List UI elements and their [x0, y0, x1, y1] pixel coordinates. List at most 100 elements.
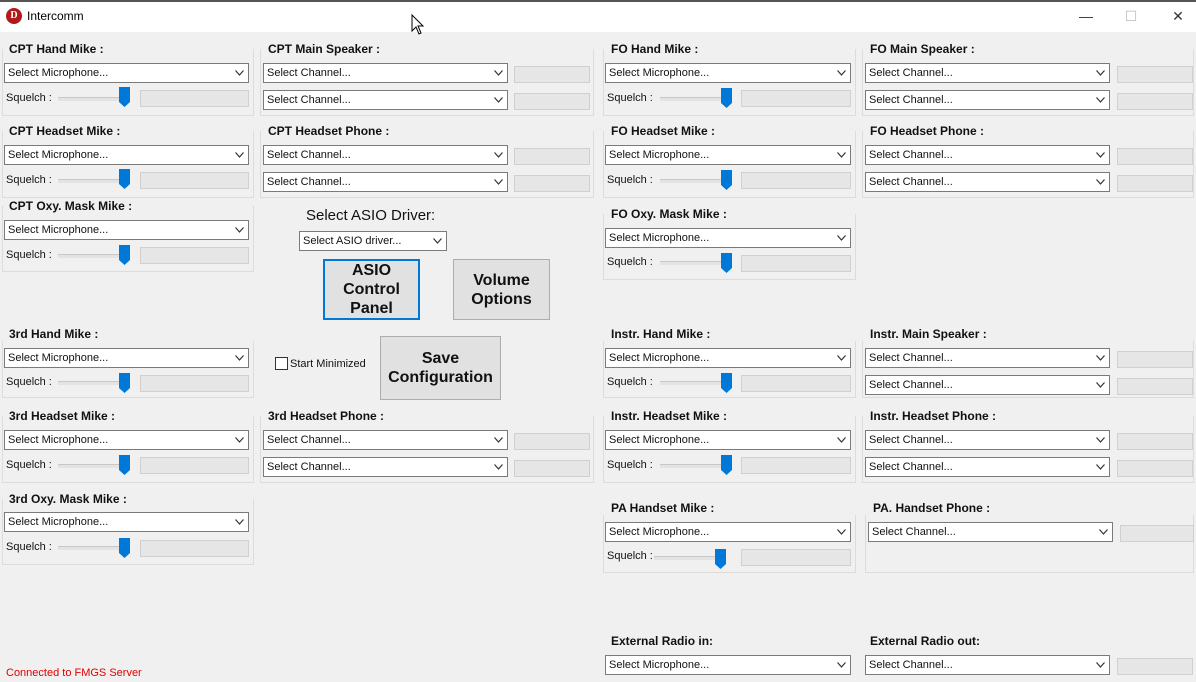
pa-handset-mike-group	[603, 515, 856, 573]
squelch-slider[interactable]	[119, 455, 130, 475]
chevron-down-icon	[235, 519, 244, 525]
squelch-slider[interactable]	[721, 373, 732, 393]
chevron-down-icon	[235, 437, 244, 443]
squelch-track	[58, 381, 130, 385]
volume-options-button[interactable]: Volume Options	[453, 259, 550, 320]
fo-hand-mike-select[interactable]: Select Microphone...	[605, 63, 851, 83]
select-value: Select Channel...	[267, 461, 351, 473]
close-button[interactable]: ✕	[1172, 8, 1184, 24]
instr-main-speaker-channel-1-select[interactable]: Select Channel...	[865, 348, 1110, 368]
squelch-slider[interactable]	[119, 538, 130, 558]
third-hand-mike-group	[2, 341, 254, 398]
fo-main-speaker-group	[862, 49, 1194, 116]
third-hand-mike-select[interactable]: Select Microphone...	[4, 348, 249, 368]
cpt-main-speaker-channel-1-select[interactable]: Select Channel...	[263, 63, 508, 83]
group-title: CPT Oxy. Mask Mike :	[9, 199, 133, 213]
squelch-track	[58, 464, 130, 468]
chevron-down-icon	[837, 152, 846, 158]
third-oxy-mask-mike-select[interactable]: Select Microphone...	[4, 512, 249, 532]
cpt-headset-phone-channel-2-select[interactable]: Select Channel...	[263, 172, 508, 192]
fo-headset-phone-channel-1-select[interactable]: Select Channel...	[865, 145, 1110, 165]
squelch-level	[140, 540, 249, 557]
squelch-level	[741, 375, 851, 392]
cpt-oxy-mask-mike-group	[2, 206, 254, 272]
group-title: CPT Main Speaker :	[268, 42, 381, 56]
fo-main-speaker-channel-1-select[interactable]: Select Channel...	[865, 63, 1110, 83]
squelch-slider[interactable]	[721, 253, 732, 273]
instr-headset-phone-channel-2-select[interactable]: Select Channel...	[865, 457, 1110, 477]
pa-handset-phone-channel-select[interactable]: Select Channel...	[868, 522, 1113, 542]
chevron-down-icon	[837, 70, 846, 76]
squelch-slider[interactable]	[721, 455, 732, 475]
select-value: Select Microphone...	[8, 434, 109, 446]
cpt-main-speaker-channel-2-select[interactable]: Select Channel...	[263, 90, 508, 110]
instr-headset-phone-channel-1-select[interactable]: Select Channel...	[865, 430, 1110, 450]
chevron-down-icon	[1096, 97, 1105, 103]
fo-oxy-mask-mike-select[interactable]: Select Microphone...	[605, 228, 851, 248]
channel-level	[514, 66, 590, 83]
channel-level	[1117, 66, 1193, 83]
chevron-down-icon	[235, 70, 244, 76]
chevron-down-icon	[494, 437, 503, 443]
group-title: 3rd Hand Mike :	[9, 327, 99, 341]
asio-control-panel-button[interactable]: ASIO Control Panel	[323, 259, 420, 320]
third-headset-phone-channel-2-select[interactable]: Select Channel...	[263, 457, 508, 477]
select-value: Select Channel...	[869, 176, 953, 188]
chevron-down-icon	[837, 437, 846, 443]
fo-headset-phone-channel-2-select[interactable]: Select Channel...	[865, 172, 1110, 192]
third-headset-mike-select[interactable]: Select Microphone...	[4, 430, 249, 450]
external-radio-in-select[interactable]: Select Microphone...	[605, 655, 851, 675]
minimize-button[interactable]: —	[1079, 8, 1093, 24]
fo-headset-mike-select[interactable]: Select Microphone...	[605, 145, 851, 165]
asio-driver-select[interactable]: Select ASIO driver...	[299, 231, 447, 251]
cpt-hand-mike-group	[2, 49, 254, 116]
maximize-button[interactable]: ☐	[1124, 8, 1138, 24]
instr-hand-mike-select[interactable]: Select Microphone...	[605, 348, 851, 368]
cpt-headset-mike-select[interactable]: Select Microphone...	[4, 145, 249, 165]
chevron-down-icon	[1096, 662, 1105, 668]
title-bar[interactable]: D Intercomm — ☐ ✕	[0, 0, 1196, 35]
third-headset-phone-channel-1-select[interactable]: Select Channel...	[263, 430, 508, 450]
squelch-label: Squelch :	[6, 541, 52, 553]
squelch-track	[58, 546, 130, 550]
mouse-cursor-icon	[411, 14, 425, 35]
instr-headset-mike-select[interactable]: Select Microphone...	[605, 430, 851, 450]
instr-main-speaker-channel-2-select[interactable]: Select Channel...	[865, 375, 1110, 395]
group-title: FO Headset Mike :	[611, 124, 716, 138]
select-value: Select Microphone...	[8, 224, 109, 236]
connection-status: Connected to FMGS Server	[6, 667, 142, 679]
squelch-slider[interactable]	[119, 169, 130, 189]
chevron-down-icon	[1096, 179, 1105, 185]
select-value: Select Channel...	[869, 352, 953, 364]
cpt-main-speaker-group	[260, 49, 594, 116]
group-title: Instr. Headset Mike :	[611, 409, 728, 423]
channel-level	[1117, 433, 1193, 450]
pa-handset-mike-select[interactable]: Select Microphone...	[605, 522, 851, 542]
channel-level	[514, 148, 590, 165]
cpt-hand-mike-select[interactable]: Select Microphone...	[4, 63, 249, 83]
cpt-oxy-mask-mike-select[interactable]: Select Microphone...	[4, 220, 249, 240]
group-title: FO Headset Phone :	[870, 124, 985, 138]
squelch-slider[interactable]	[119, 373, 130, 393]
cpt-headset-phone-channel-1-select[interactable]: Select Channel...	[263, 145, 508, 165]
group-title: Instr. Main Speaker :	[870, 327, 987, 341]
squelch-label: Squelch :	[607, 459, 653, 471]
squelch-slider[interactable]	[721, 88, 732, 108]
external-radio-out-select[interactable]: Select Channel...	[865, 655, 1110, 675]
group-title: FO Oxy. Mask Mike :	[611, 207, 727, 221]
fo-main-speaker-channel-2-select[interactable]: Select Channel...	[865, 90, 1110, 110]
squelch-slider[interactable]	[119, 87, 130, 107]
start-minimized-checkbox[interactable]	[275, 357, 288, 370]
squelch-slider[interactable]	[715, 549, 726, 569]
squelch-slider[interactable]	[119, 245, 130, 265]
squelch-slider[interactable]	[721, 170, 732, 190]
select-value: Select Channel...	[869, 149, 953, 161]
squelch-label: Squelch :	[6, 459, 52, 471]
select-value: Select Channel...	[869, 659, 953, 671]
squelch-track	[660, 464, 732, 468]
squelch-label: Squelch :	[607, 174, 653, 186]
select-value: Select Microphone...	[609, 232, 710, 244]
save-configuration-button[interactable]: Save Configuration	[380, 336, 501, 400]
squelch-track	[58, 179, 130, 183]
select-value: Select Microphone...	[609, 659, 710, 671]
